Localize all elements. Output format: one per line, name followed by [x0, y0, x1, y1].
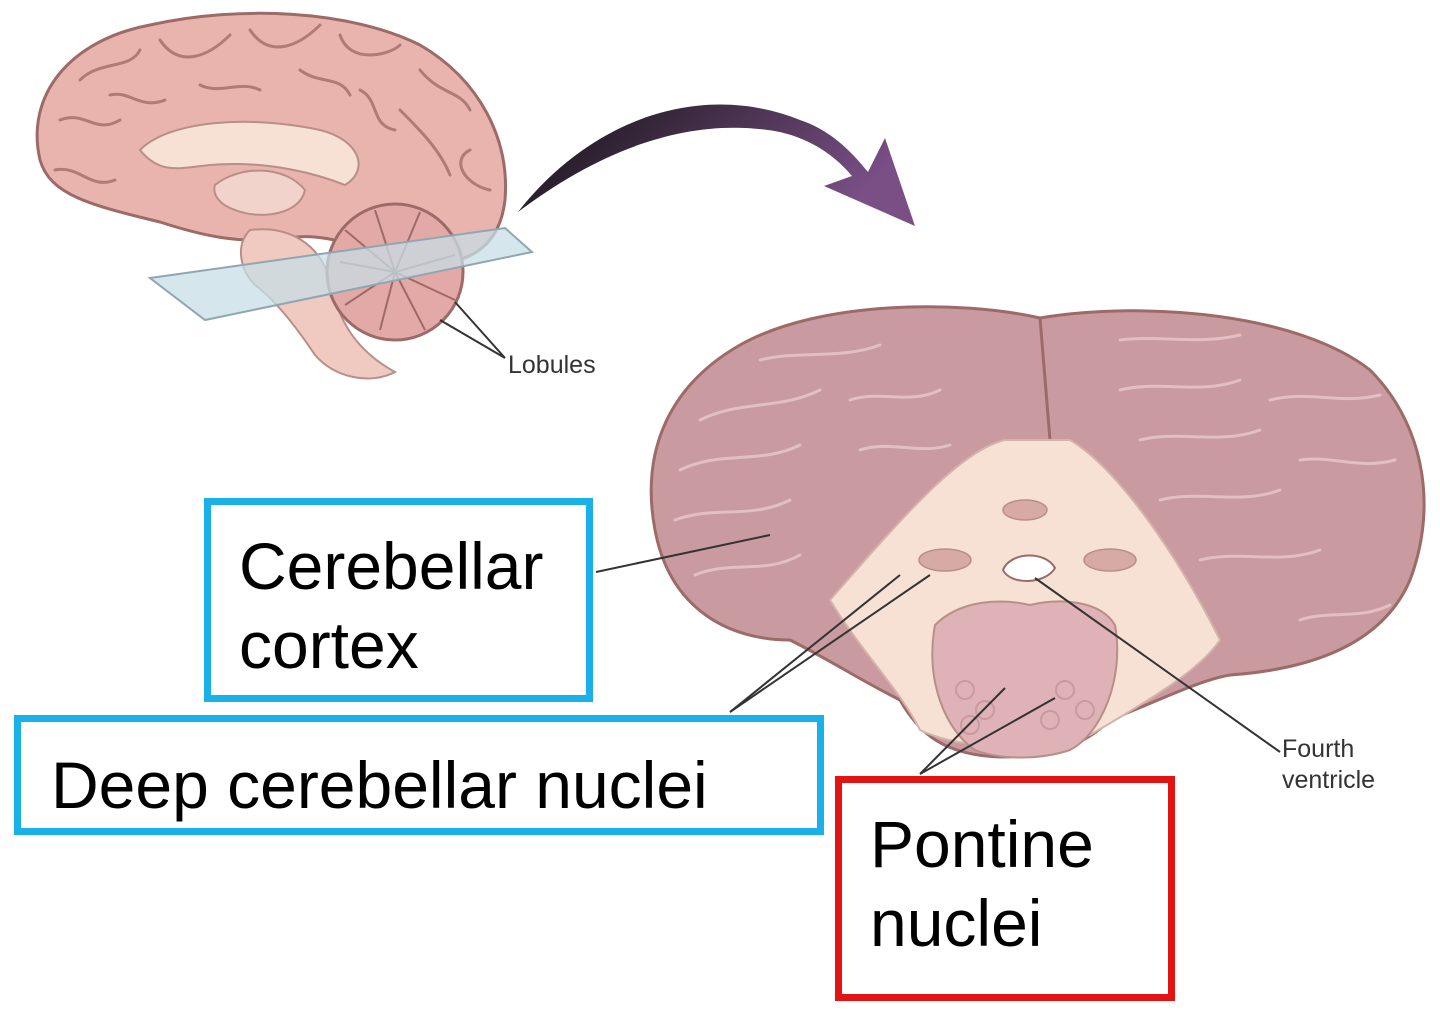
- section-midline-fissure: [1038, 317, 1052, 441]
- deep-nuclei-callout-line-1: [729, 574, 931, 713]
- curved-arrow: [518, 104, 915, 226]
- fourth-ventricle: [1001, 554, 1057, 582]
- cerebellar-cortex-line1: Cerebellar: [239, 529, 544, 603]
- fourth-ventricle-pointer: [1034, 577, 1281, 753]
- cortex-callout-line: [595, 534, 771, 573]
- cerebellum-cross-section: [649, 305, 1426, 759]
- pontine-nuclei-line2: nuclei: [870, 886, 1043, 961]
- lobules-label: Lobules: [508, 351, 596, 379]
- lobules-pointer-1: [439, 319, 506, 359]
- deep-cerebellar-nuclei-text: Deep cerebellar nuclei: [51, 748, 708, 822]
- cerebellar-cortex-box: Cerebellar cortex: [204, 498, 593, 702]
- deep-nuclei-callout-line-2: [729, 574, 901, 713]
- pontine-callout-line-1: [919, 687, 1006, 775]
- fourth-ventricle-label-line2: ventricle: [1282, 766, 1376, 795]
- pons: [931, 600, 1119, 759]
- pontine-nuclei-line1: Pontine: [870, 807, 1094, 881]
- pontine-nuclei-box: Pontine nuclei: [835, 776, 1175, 1001]
- cerebellar-cortex-line2: cortex: [239, 608, 419, 683]
- deep-nucleus-left: [918, 548, 972, 572]
- slice-plane: [147, 226, 535, 322]
- thalamus-region: [213, 169, 307, 216]
- deep-nucleus-right: [1083, 548, 1137, 572]
- sagittal-brain-image: [35, 11, 535, 380]
- pontine-callout-line-2: [919, 697, 1056, 775]
- fourth-ventricle-label: Fourth ventricle: [1282, 734, 1375, 797]
- fourth-ventricle-label-line1: Fourth: [1282, 735, 1355, 763]
- corpus-callosum: [138, 120, 360, 187]
- lobules-pointer-2: [454, 301, 506, 359]
- midline-nucleus: [1002, 499, 1048, 521]
- deep-cerebellar-nuclei-box: Deep cerebellar nuclei: [14, 715, 824, 835]
